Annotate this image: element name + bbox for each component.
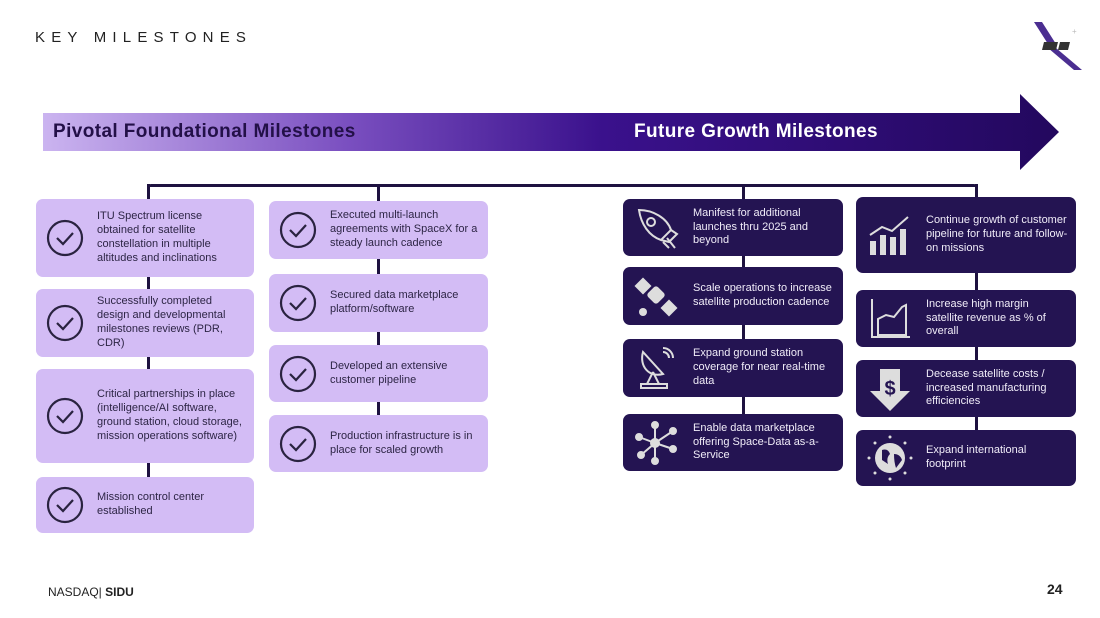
milestone-text: Expand international footprint [926,444,1027,470]
milestone-text: Scale operations to increase satellite p… [693,282,832,308]
globe-icon [866,434,914,482]
svg-text:$: $ [884,378,895,400]
milestone-card: Executed multi-launch agreements with Sp… [269,201,488,259]
ticker-label: SIDU [105,585,134,599]
company-logo: + [1034,22,1082,70]
milestone-text: Continue growth of customer pipeline for… [926,214,1068,254]
milestone-card: Successfully completed design and develo… [36,289,254,357]
area-chart-icon [866,295,914,343]
foundational-label: Pivotal Foundational Milestones [53,121,356,142]
milestone-card: Manifest for additional launches thru 20… [623,199,843,256]
milestone-text: Developed an extensive customer pipeline [330,359,448,386]
milestone-text: Enable data marketplace offering Space-D… [693,421,819,462]
milestone-card: Expand international footprint [856,430,1076,486]
satellite-icon [633,272,681,320]
milestone-text: Successfully completed design and develo… [97,295,226,349]
page-number: 24 [1047,581,1063,597]
milestone-card: Developed an extensive customer pipeline [269,345,488,402]
milestone-text: Critical partnerships in place (intellig… [97,388,242,442]
check-circle-icon [278,283,318,323]
milestone-card: Scale operations to increase satellite p… [623,267,843,325]
future-growth-label: Future Growth Milestones [634,121,878,142]
milestone-text: Expand ground station coverage for near … [693,347,826,387]
exchange-label: NASDAQ| [48,585,102,599]
milestone-card: Secured data marketplace platform/softwa… [269,274,488,332]
connector-line [148,184,977,187]
check-circle-icon [45,218,85,258]
check-circle-icon [278,354,318,394]
milestone-card: Expand ground station coverage for near … [623,339,843,397]
page-title: KEY MILESTONES [35,29,253,46]
rocket-icon [633,204,681,252]
network-icon [633,419,681,467]
timeline-arrow [43,94,1059,170]
dollar-down-icon: $ [866,365,914,413]
svg-text:+: + [1072,27,1077,36]
check-circle-icon [278,210,318,250]
milestone-text: Mission control center established [97,491,204,517]
milestone-card: Enable data marketplace offering Space-D… [623,414,843,471]
milestone-text: Increase high margin satellite revenue a… [926,297,1046,338]
check-circle-icon [45,396,85,436]
milestone-card: Mission control center established [36,477,254,533]
milestone-card: Critical partnerships in place (intellig… [36,369,254,463]
milestone-text: ITU Spectrum license obtained for satell… [97,210,217,264]
check-circle-icon [45,303,85,343]
milestone-text: Executed multi-launch agreements with Sp… [330,209,478,249]
check-circle-icon [278,424,318,464]
milestone-text: Production infrastructure is in place fo… [330,429,473,456]
growth-chart-icon [866,211,914,259]
check-circle-icon [45,485,85,525]
milestone-text: Manifest for additional launches thru 20… [693,206,808,247]
milestone-card: ITU Spectrum license obtained for satell… [36,199,254,277]
milestone-card: Continue growth of customer pipeline for… [856,197,1076,273]
milestone-card: Production infrastructure is in place fo… [269,415,488,472]
footer-ticker: NASDAQ| SIDU [48,585,134,599]
milestone-card: Increase high margin satellite revenue a… [856,290,1076,347]
satellite-dish-icon [633,344,681,392]
milestone-text: Secured data marketplace platform/softwa… [330,289,459,315]
milestone-card: $ Decease satellite costs / increased man… [856,360,1076,417]
milestone-text: Decease satellite costs / increased manu… [926,367,1047,408]
